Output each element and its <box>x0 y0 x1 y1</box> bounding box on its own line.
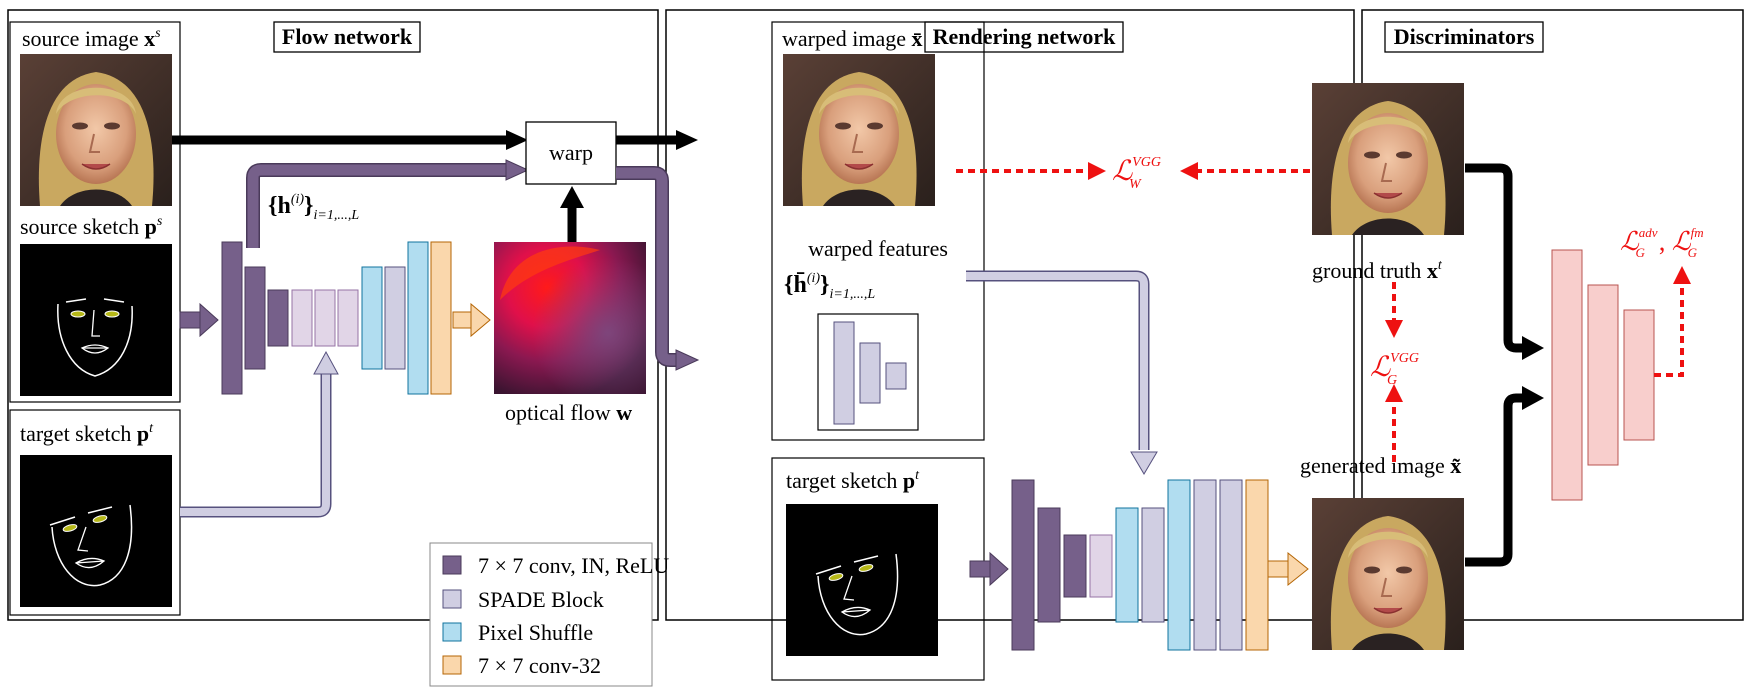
warped-features-label: warped features <box>808 236 948 261</box>
warp-box <box>525 121 617 185</box>
render-conv32 <box>1245 479 1269 651</box>
disc-block-1 <box>1551 249 1583 501</box>
generated-image <box>1311 497 1465 651</box>
flow-shuffle-2 <box>407 241 429 395</box>
legend-shuffle: Pixel Shuffle <box>478 620 593 645</box>
source-sketch-label: source sketch ps <box>20 214 163 239</box>
source-sketch <box>19 243 173 397</box>
render-conv-3 <box>1063 534 1087 598</box>
source-image <box>19 53 173 207</box>
render-conv-2 <box>1037 507 1061 623</box>
render-shuffle-1 <box>1115 507 1139 623</box>
flow-encoder-decoder <box>221 241 452 395</box>
optical-flow-image <box>494 242 646 394</box>
legend-swatch-shuffle <box>442 622 462 642</box>
warped-image <box>782 53 936 207</box>
render-spade-3 <box>1193 479 1217 651</box>
rendering-encoder-decoder <box>1011 479 1269 651</box>
target-sketch-render-label: target sketch pt <box>786 468 920 493</box>
warped-feature-3 <box>885 362 907 390</box>
legend-conv32: 7 × 7 conv-32 <box>478 653 601 678</box>
warped-feature-2 <box>859 342 881 404</box>
ground-truth-label: ground truth xt <box>1312 258 1443 283</box>
render-conv-1 <box>1011 479 1035 651</box>
render-spade-1 <box>1089 534 1113 598</box>
generated-image-label: generated image x̃ <box>1300 453 1461 478</box>
render-shuffle-2 <box>1167 479 1191 651</box>
flow-conv32 <box>430 241 452 395</box>
discriminators-panel <box>1361 9 1744 621</box>
warp-label: warp <box>549 140 593 165</box>
ground-truth-image <box>1311 82 1465 236</box>
target-sketch <box>19 454 173 608</box>
rendering-network-title: Rendering network <box>933 24 1116 49</box>
target-sketch-label: target sketch pt <box>20 421 154 446</box>
render-spade-4 <box>1219 479 1243 651</box>
optical-flow-label: optical flow w <box>505 400 632 425</box>
legend-spade: SPADE Block <box>478 587 604 612</box>
warped-feature-1 <box>833 321 855 425</box>
legend-swatch-conv <box>442 555 462 575</box>
disc-block-2 <box>1587 284 1619 466</box>
discriminators-title: Discriminators <box>1394 24 1535 49</box>
legend-swatch-spade <box>442 589 462 609</box>
flow-spade-2 <box>314 289 336 347</box>
flow-shuffle-1 <box>361 266 383 370</box>
flow-conv-1 <box>221 241 243 395</box>
flow-conv-3 <box>267 289 289 347</box>
legend-conv: 7 × 7 conv, IN, ReLU <box>478 553 669 578</box>
disc-block-3 <box>1623 309 1655 441</box>
flow-spade-1 <box>291 289 313 347</box>
features-label: {h(i)}i=1,...,L <box>268 192 359 223</box>
target-sketch-render <box>785 503 939 657</box>
source-image-label: source image xs <box>22 26 161 51</box>
flow-network-title: Flow network <box>282 24 413 49</box>
flow-conv-2 <box>244 266 266 370</box>
warped-image-label: warped image x̄ <box>782 26 923 51</box>
warped-features-sym: {h̄(i)}i=1,...,L <box>784 271 875 302</box>
render-spade-2 <box>1141 507 1165 623</box>
legend: 7 × 7 conv, IN, ReLU SPADE Block Pixel S… <box>429 542 669 687</box>
flow-spade-3 <box>337 289 359 347</box>
flow-spade-4 <box>384 266 406 370</box>
discriminator <box>1551 249 1655 501</box>
legend-swatch-conv32 <box>442 655 462 675</box>
